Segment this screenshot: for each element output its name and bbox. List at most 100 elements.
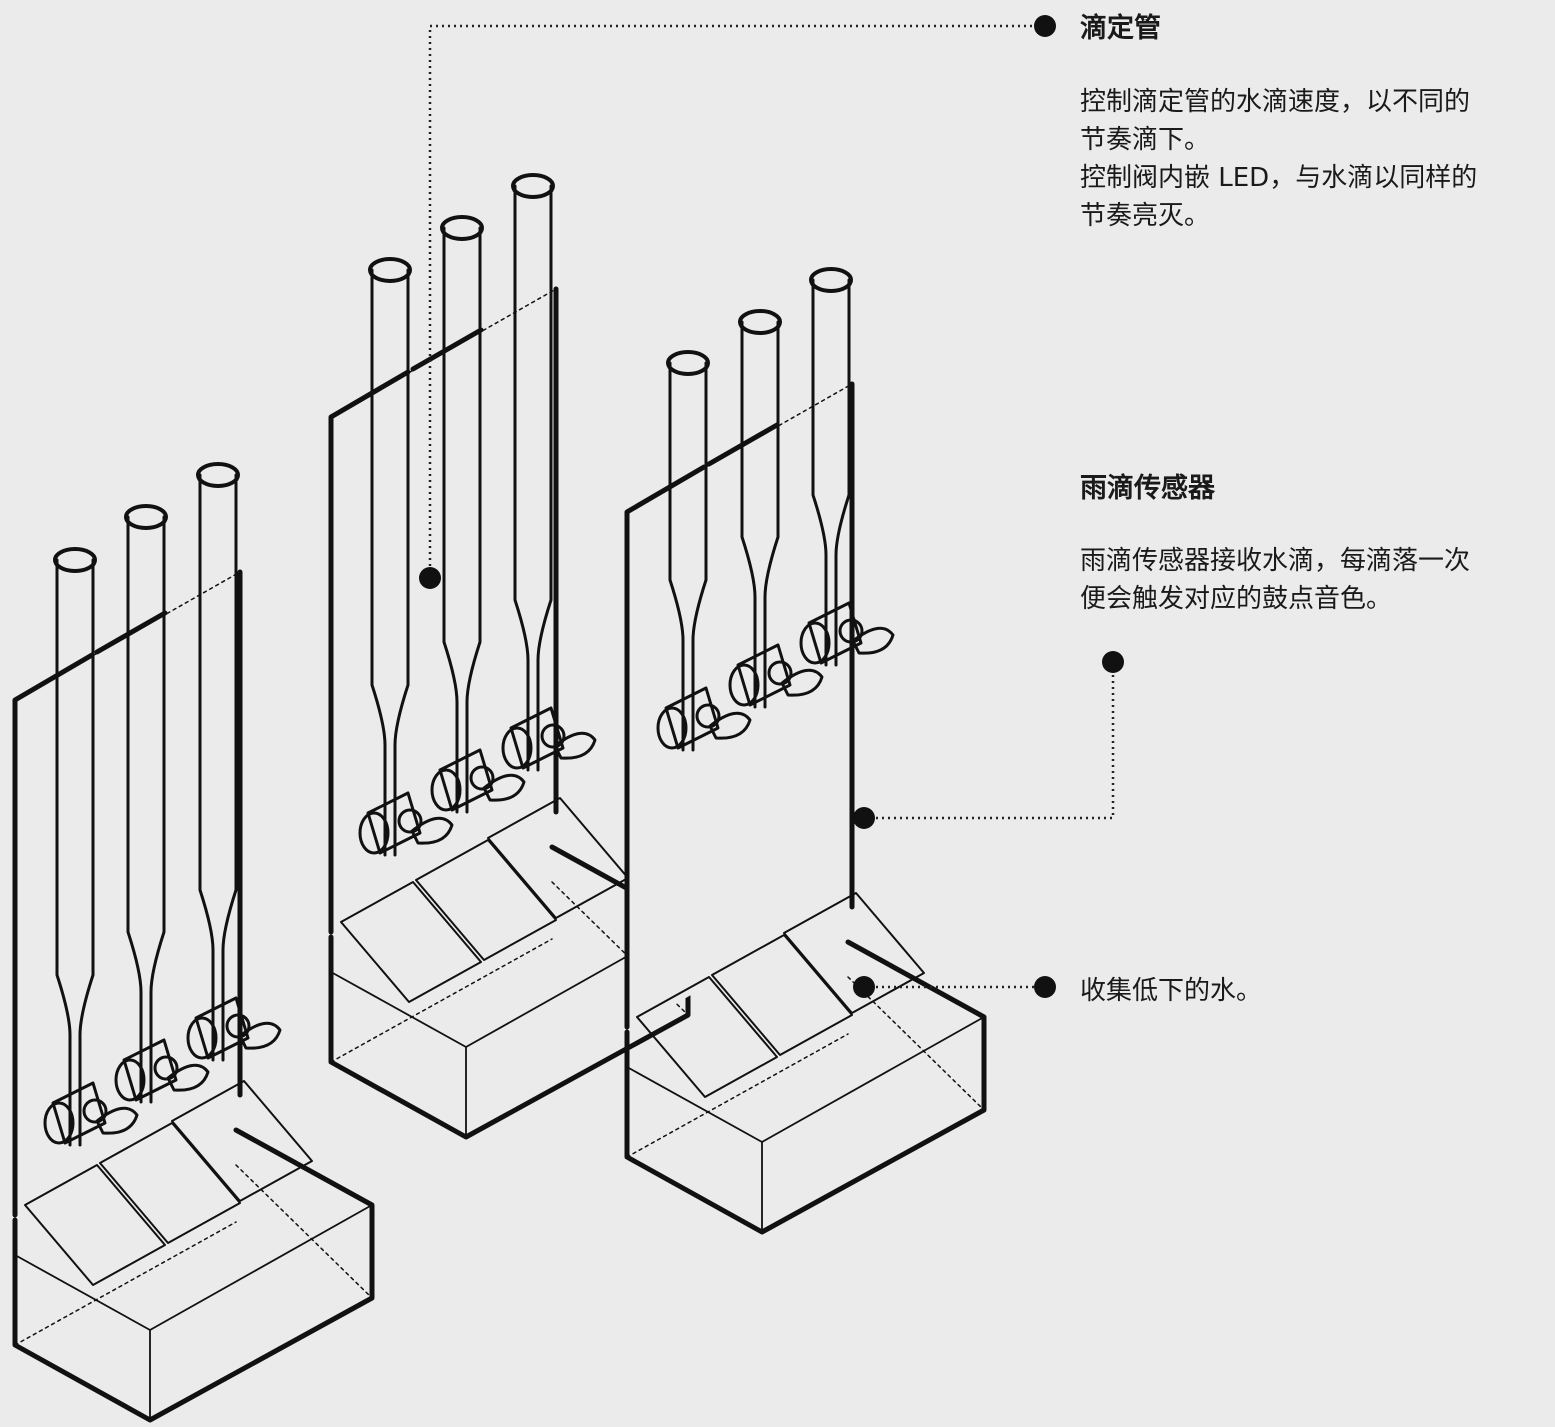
led-indicator-icon xyxy=(767,660,793,686)
burette-tube xyxy=(811,278,851,667)
valve-cap xyxy=(43,1101,75,1145)
valve-handle xyxy=(482,773,526,802)
burette-label: 滴定管 控制滴定管的水滴速度，以不同的 节奏滴下。 控制阀内嵌 LED，与水滴以… xyxy=(1080,12,1550,235)
led-indicator-icon xyxy=(469,765,495,791)
box-hidden-edge xyxy=(330,938,553,1063)
led-indicator-icon xyxy=(695,703,721,729)
burette xyxy=(799,267,895,667)
led-indicator-icon xyxy=(225,1013,251,1039)
burette-tube xyxy=(740,320,780,709)
valve-handle xyxy=(238,1021,282,1050)
sensor-callout-dot xyxy=(1102,651,1124,673)
valve-cap xyxy=(656,706,688,750)
burette-tube xyxy=(513,184,553,772)
rain-sensor-plate xyxy=(340,881,482,1003)
back-panel-edge xyxy=(94,610,168,655)
burette-tube xyxy=(442,226,482,814)
collector-callout-dot xyxy=(1034,976,1056,998)
instrument-units xyxy=(12,173,987,1423)
burette-opening xyxy=(666,350,710,376)
burette xyxy=(186,462,282,1062)
box-hidden-edge xyxy=(551,881,689,1016)
box-hidden-edge xyxy=(235,1164,373,1299)
sensor-anchor-dot xyxy=(853,807,875,829)
valve-handle xyxy=(95,1106,139,1135)
rain-sensor-plate xyxy=(24,1164,166,1286)
burette xyxy=(501,173,597,772)
burette-tube xyxy=(668,361,708,752)
led-indicator-icon xyxy=(838,618,864,644)
burette xyxy=(728,309,824,709)
callout-lines xyxy=(428,24,1115,989)
burette-opening xyxy=(124,504,168,530)
burette-opening xyxy=(368,257,412,283)
burette-tube xyxy=(198,473,238,1062)
burette-opening xyxy=(511,173,555,199)
control-valve xyxy=(736,643,792,707)
rain-sensor-plate xyxy=(171,1080,313,1202)
burette-title: 滴定管 xyxy=(1080,13,1161,44)
valve-handle xyxy=(410,816,454,845)
burette-opening xyxy=(809,267,853,293)
valve-cap xyxy=(358,811,390,855)
led-indicator-icon xyxy=(540,723,566,749)
instrument-unit xyxy=(624,267,987,1235)
sensor-label: 雨滴传感器 雨滴传感器接收水滴，每滴落一次 便会触发对应的鼓点音色。 xyxy=(1080,472,1550,618)
valve-cap xyxy=(114,1058,146,1102)
box-hidden-edge xyxy=(14,1221,237,1346)
rain-sensor-plate xyxy=(99,1122,241,1244)
burette xyxy=(43,547,139,1147)
instrument-unit xyxy=(12,462,375,1423)
valve-handle xyxy=(166,1063,210,1092)
control-valve xyxy=(509,706,565,770)
collection-box xyxy=(624,939,987,1235)
panel-hidden-edge xyxy=(626,383,853,513)
box-hidden-edge xyxy=(626,1033,849,1158)
valve-handle xyxy=(708,711,752,740)
led-indicator-icon xyxy=(82,1098,108,1124)
back-panel-edge xyxy=(410,327,484,372)
box-hidden-edge xyxy=(847,976,985,1111)
instrument-unit xyxy=(328,173,691,1140)
rain-sensor-plate xyxy=(711,934,853,1056)
valve-cap xyxy=(728,663,760,707)
back-panel xyxy=(627,382,852,1032)
sensor-title: 雨滴传感器 xyxy=(1080,473,1215,504)
valve-handle xyxy=(553,731,597,760)
control-valve xyxy=(366,791,422,855)
collector-anchor-dot xyxy=(853,976,875,998)
burette-opening xyxy=(196,462,240,488)
burette-opening xyxy=(738,309,782,335)
box-outline xyxy=(12,1127,375,1423)
burette-opening xyxy=(440,215,484,241)
valve-cap xyxy=(186,1016,218,1060)
control-valve xyxy=(438,748,494,812)
burette-anchor-dot xyxy=(419,567,441,589)
control-valve xyxy=(51,1081,107,1145)
led-indicator-icon xyxy=(397,808,423,834)
burette xyxy=(358,257,454,857)
control-valve xyxy=(807,601,863,665)
collection-box xyxy=(12,1127,375,1423)
burette xyxy=(114,504,210,1104)
sensor-leader-line xyxy=(864,662,1115,820)
sensor-description: 雨滴传感器接收水滴，每滴落一次 便会触发对应的鼓点音色。 xyxy=(1080,546,1471,614)
control-valve xyxy=(664,686,720,750)
rain-sensor-plate xyxy=(415,839,557,961)
burette-tube xyxy=(55,558,95,1147)
led-indicator-icon xyxy=(153,1055,179,1081)
valve-cap xyxy=(430,768,462,812)
valve-handle xyxy=(780,668,824,697)
rain-sensor-plate xyxy=(636,976,778,1098)
control-valve xyxy=(194,996,250,1060)
collector-description: 收集低下的水。 xyxy=(1080,976,1263,1006)
valve-cap xyxy=(501,726,533,770)
box-outline xyxy=(624,939,987,1235)
collector-label: 收集低下的水。 xyxy=(1080,972,1550,1010)
burette xyxy=(656,350,752,752)
burette-description: 控制滴定管的水滴速度，以不同的 节奏滴下。 控制阀内嵌 LED，与水滴以同样的 … xyxy=(1080,87,1478,231)
burette xyxy=(430,215,526,814)
control-valve xyxy=(122,1038,178,1102)
valve-handle xyxy=(851,626,895,655)
